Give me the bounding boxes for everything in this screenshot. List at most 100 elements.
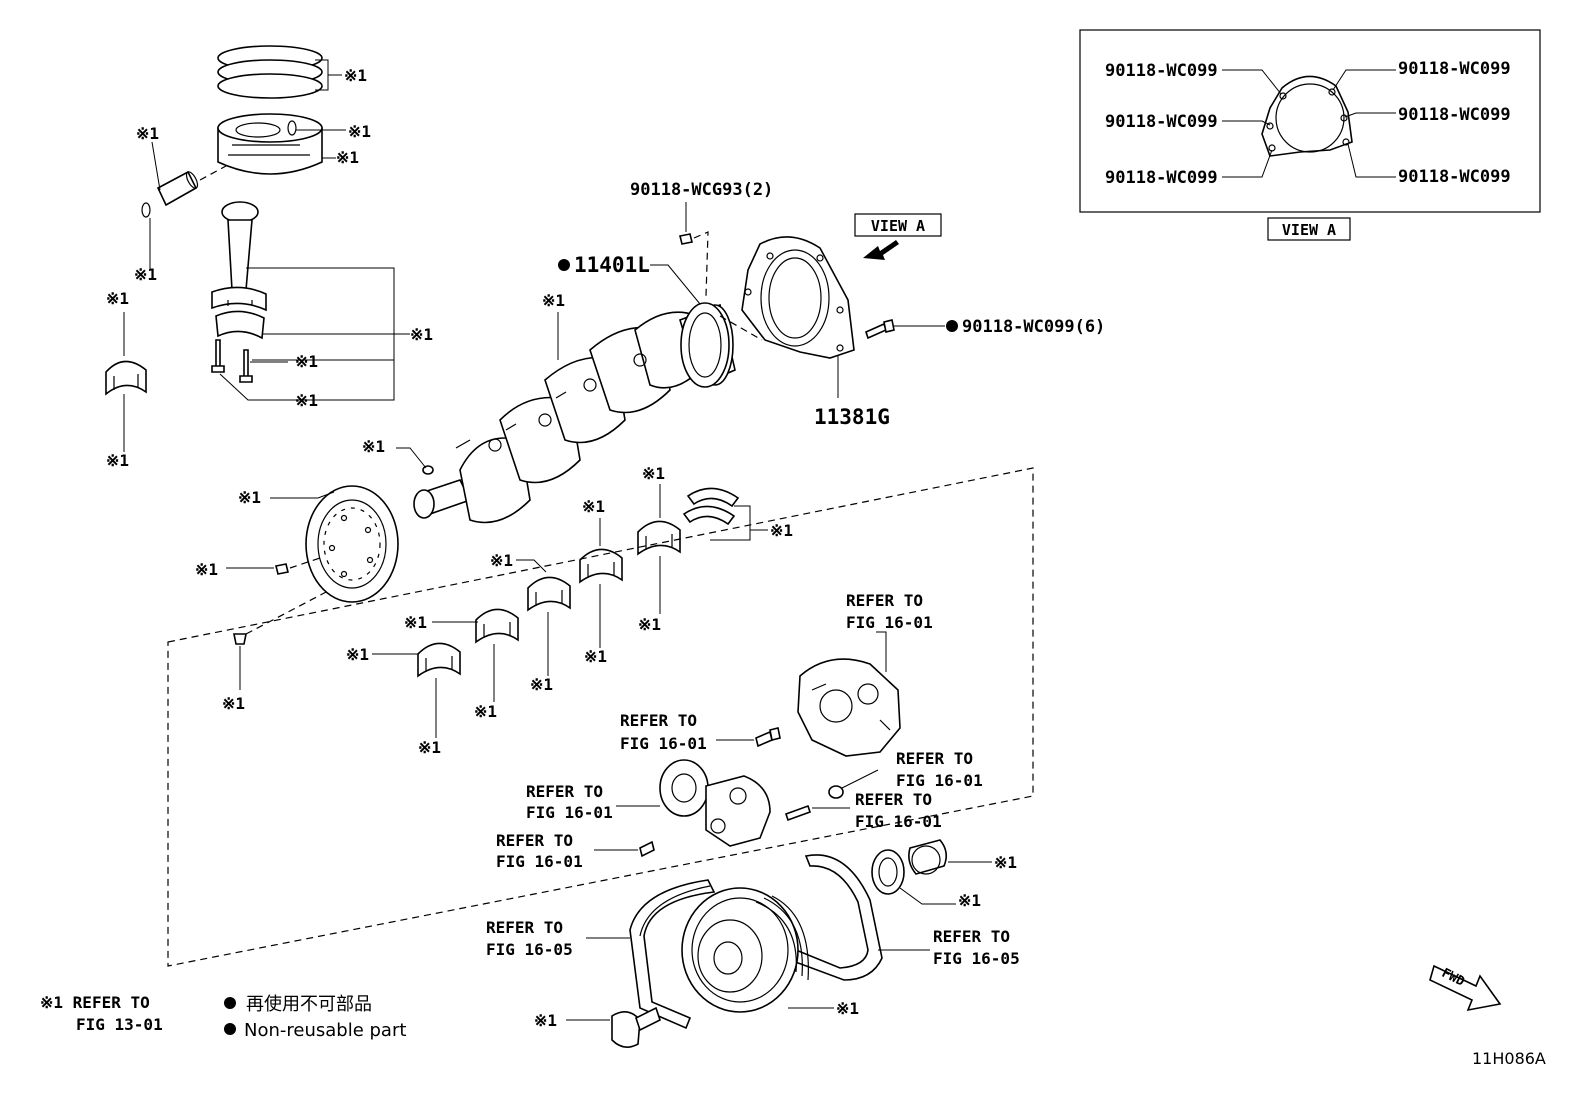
tensioner-bolt [594, 840, 655, 858]
non-reusable-dot-bolt [946, 320, 958, 332]
oil-seal-retainer [719, 236, 855, 398]
legend-non-reusable-en: Non-reusable part [244, 1020, 406, 1041]
piston [217, 113, 323, 175]
part-number-retainer-bolt: 90118-WC099(6) [962, 317, 1105, 337]
legend-dot-en [224, 1023, 236, 1035]
main-bearing-2 [579, 518, 623, 648]
mark-pin-clip-right: ※1 [348, 122, 371, 141]
mark-piston-pin: ※1 [136, 124, 159, 143]
mark-signal-plate-bolt-2: ※1 [222, 694, 245, 713]
belt-tensioner [616, 759, 771, 847]
legend-non-reusable-jp: 再使用不可部品 [246, 994, 372, 1015]
refer-tensioner-bolt-1: REFER TO [496, 831, 573, 850]
refer-tensioner-bolt-2: FIG 16-01 [496, 852, 583, 871]
legend-mark-text: ※1 REFER TO [40, 993, 150, 1012]
main-bearing-4 [432, 608, 519, 702]
legend-mark-fig: FIG 13-01 [76, 1015, 163, 1034]
refer-tensioner-2: FIG 16-01 [526, 803, 613, 822]
dowel-pin [679, 202, 709, 297]
mark-main-bearing-5-upper: ※1 [346, 645, 369, 664]
fwd-arrow-icon: FWD [1429, 964, 1502, 1012]
piston-pin-clip-right [287, 120, 346, 136]
rod-bolts [211, 339, 253, 383]
legend: ※1 REFER TO FIG 13-01 再使用不可部品 Non-reusab… [40, 993, 406, 1041]
mark-signal-plate-bolt-1: ※1 [195, 560, 218, 579]
view-a-part-label-1: 90118-WC099 [1105, 61, 1218, 81]
view-a-callout-label: VIEW A [871, 217, 925, 235]
view-a-arrow-icon [863, 240, 899, 260]
signal-plate-bolt-2 [233, 589, 331, 690]
main-bearing-3 [516, 559, 571, 676]
piston-pin-clip-left [141, 202, 151, 270]
thrust-washers [682, 487, 768, 541]
mark-front-oil-seal: ※1 [958, 891, 981, 910]
idler-nut [828, 769, 879, 799]
refer-belt-left-1: REFER TO [486, 918, 563, 937]
view-a-part-label-5: 90118-WC099 [1105, 168, 1218, 188]
refer-stud-bolt-2: FIG 16-01 [855, 812, 942, 831]
part-number-pin: 90118-WCG93(2) [630, 180, 773, 200]
mark-thrust-washer: ※1 [770, 521, 793, 540]
mark-connecting-rod: ※1 [410, 325, 433, 344]
stud-bolt [784, 804, 850, 822]
mark-crank-pulley-bolt: ※1 [534, 1011, 557, 1030]
figure-code: 11H086A [1472, 1049, 1546, 1068]
mark-piston: ※1 [336, 148, 359, 167]
refer-tensioner-1: REFER TO [526, 782, 603, 801]
refer-oil-pump-1: REFER TO [846, 591, 923, 610]
refer-belt-right-2: FIG 16-05 [933, 949, 1020, 968]
connecting-rod [211, 201, 267, 340]
view-a-retainer-drawing [1261, 75, 1353, 157]
main-bearing-5 [372, 642, 461, 738]
mark-main-bearing-5-lower: ※1 [418, 738, 441, 757]
refer-idler-nut-2: FIG 16-01 [896, 771, 983, 790]
main-bearing-1 [637, 484, 681, 614]
crank-key [396, 447, 434, 475]
mark-main-bearing-2-lower: ※1 [584, 647, 607, 666]
mark-rod-bolt-1: ※1 [295, 352, 318, 371]
rear-oil-seal [650, 264, 730, 388]
refer-stud-bolt-1: REFER TO [855, 790, 932, 809]
piston-pin [151, 141, 227, 207]
mark-main-bearing-3-upper: ※1 [490, 551, 513, 570]
refer-idler-nut-1: REFER TO [896, 749, 973, 768]
signal-plate-bolt-1 [226, 557, 321, 575]
rod-bearing [105, 312, 147, 452]
view-a-caption: VIEW A [1282, 221, 1336, 239]
mark-main-bearing-4-lower: ※1 [474, 702, 497, 721]
mark-piston-rings: ※1 [344, 66, 367, 85]
part-number-retainer: 11381G [814, 405, 890, 429]
mark-main-bearing-3-lower: ※1 [530, 675, 553, 694]
mark-crank-sprocket: ※1 [994, 853, 1017, 872]
mark-rod-bearing-upper: ※1 [106, 289, 129, 308]
view-a-part-label-2: 90118-WC099 [1398, 59, 1511, 79]
view-a-part-label-4: 90118-WC099 [1398, 105, 1511, 125]
mark-main-bearing-2-upper: ※1 [582, 497, 605, 516]
crank-pulley-bolt [566, 1006, 661, 1048]
crank-signal-plate [270, 485, 399, 603]
mark-crank-key: ※1 [362, 437, 385, 456]
view-a-part-label-6: 90118-WC099 [1398, 167, 1511, 187]
v-ribbed-belt-right [788, 854, 930, 981]
refer-belt-left-2: FIG 16-05 [486, 940, 573, 959]
mark-main-bearing-1-upper: ※1 [642, 464, 665, 483]
v-ribbed-belt-left [586, 879, 716, 1030]
mark-rod-bearing-lower: ※1 [106, 451, 129, 470]
retainer-bolt [865, 319, 945, 340]
mark-rod-bolt-2: ※1 [295, 391, 318, 410]
piston-rings [217, 45, 342, 99]
view-a-inset: 90118-WC099 90118-WC099 90118-WC099 9011… [1079, 29, 1541, 241]
front-oil-seal [871, 849, 956, 905]
crank-sprocket [908, 839, 992, 875]
refer-oil-pump-2: FIG 16-01 [846, 613, 933, 632]
mark-pin-clip-left: ※1 [134, 265, 157, 284]
crank-pulley [681, 887, 834, 1013]
view-a-callout: VIEW A [854, 213, 942, 260]
mark-signal-plate: ※1 [238, 488, 261, 507]
view-a-part-label-3: 90118-WC099 [1105, 112, 1218, 132]
refer-pump-bolt-2: FIG 16-01 [620, 734, 707, 753]
mark-crank-pulley: ※1 [836, 999, 859, 1018]
legend-dot-jp [224, 997, 236, 1009]
oil-pump-bolt [716, 727, 781, 748]
